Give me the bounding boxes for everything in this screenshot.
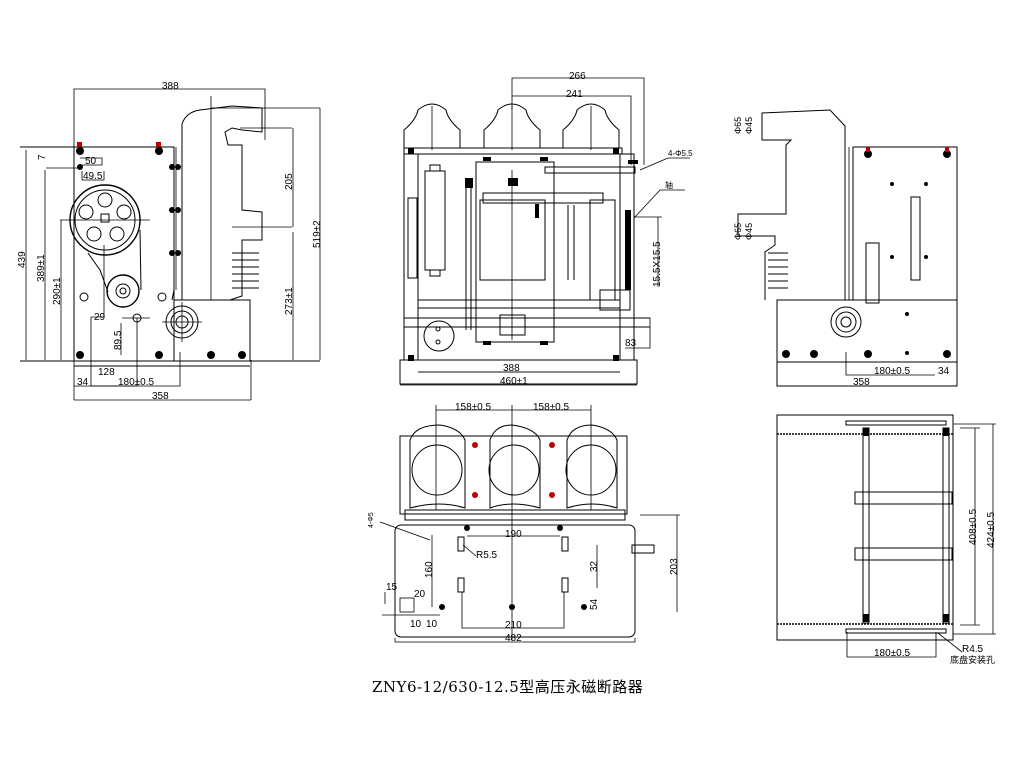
dim-290: 290±1 bbox=[52, 277, 63, 305]
dim-388: 388 bbox=[162, 81, 179, 92]
dim-439: 439 bbox=[17, 251, 28, 268]
dim-266: 266 bbox=[569, 71, 586, 82]
dim-50: 50 bbox=[85, 156, 97, 167]
dim-r4-5: R4.5 bbox=[962, 644, 984, 655]
dim-83: 83 bbox=[625, 338, 637, 349]
dim-15-5: 15.5X15.5 bbox=[652, 241, 663, 287]
dim-358: 358 bbox=[152, 391, 169, 402]
drawing-title: ZNY6-12/630-12.5型高压永磁断路器 bbox=[372, 678, 644, 696]
dim-210: 210 bbox=[505, 620, 522, 631]
dim-358-right: 358 bbox=[853, 377, 870, 388]
dim-32: 32 bbox=[589, 560, 600, 572]
dim-54: 54 bbox=[589, 598, 600, 610]
dim-424: 424±0.5 bbox=[986, 511, 997, 548]
dim-89-5: 89.5 bbox=[113, 330, 124, 350]
dim-241: 241 bbox=[566, 89, 583, 100]
dim-190: 190 bbox=[505, 529, 522, 540]
dim-158-right: 158±0.5 bbox=[533, 402, 570, 413]
dim-388-front: 388 bbox=[503, 363, 520, 374]
note-mounting-holes: 底盘安装孔 bbox=[950, 654, 995, 665]
dim-34: 34 bbox=[77, 377, 89, 388]
dim-10b: 10 bbox=[426, 619, 438, 630]
dim-15: 15 bbox=[386, 582, 398, 593]
dim-29: 29 bbox=[94, 312, 106, 323]
dim-203: 203 bbox=[669, 558, 680, 575]
dim-273: 273±1 bbox=[284, 287, 295, 315]
dim-phi45-top: Φ45 bbox=[744, 117, 754, 134]
dim-7: 7 bbox=[37, 154, 48, 160]
note-holes: 4-Φ5.5 bbox=[668, 149, 693, 158]
dim-49-5: 49.5 bbox=[83, 171, 103, 182]
front-view: 266 241 4-Φ5.5 轴 15.5X15.5 83 388 460±1 bbox=[399, 71, 693, 387]
dim-408: 408±0.5 bbox=[968, 508, 979, 545]
dim-180: 180±0.5 bbox=[118, 377, 155, 388]
dim-460: 460±1 bbox=[500, 376, 528, 387]
dim-205: 205 bbox=[284, 173, 295, 190]
left-side-view: 388 358 bbox=[17, 81, 323, 402]
dim-phi65-top: Φ65 bbox=[733, 117, 743, 134]
dim-r5-5: R5.5 bbox=[476, 550, 498, 561]
right-side-view: Φ65 Φ45 Φ65 Φ45 180±0.5 34 358 bbox=[733, 109, 958, 388]
bottom-view: 408±0.5 424±0.5 180±0.5 R4.5 底盘安装孔 bbox=[776, 414, 997, 665]
dim-phi65-mid: Φ65 bbox=[733, 223, 743, 240]
dim-34-right: 34 bbox=[938, 366, 950, 377]
dim-519: 519±2 bbox=[312, 220, 323, 248]
note-top-holes: 4-Φ5 bbox=[368, 512, 375, 528]
dim-158-left: 158±0.5 bbox=[455, 402, 492, 413]
dim-phi45-mid: Φ45 bbox=[744, 223, 754, 240]
dim-180-right: 180±0.5 bbox=[874, 366, 911, 377]
dim-389: 389±1 bbox=[36, 254, 47, 282]
top-view: 158±0.5 158±0.5 190 R5.5 160 32 54 203 2… bbox=[368, 402, 680, 644]
note-shaft: 轴 bbox=[665, 180, 673, 190]
dim-482: 482 bbox=[505, 633, 522, 644]
dim-160: 160 bbox=[424, 561, 435, 578]
dim-10a: 10 bbox=[410, 619, 422, 630]
dim-180-bottom: 180±0.5 bbox=[874, 648, 911, 659]
dim-128: 128 bbox=[98, 367, 115, 378]
dim-20: 20 bbox=[414, 589, 426, 600]
